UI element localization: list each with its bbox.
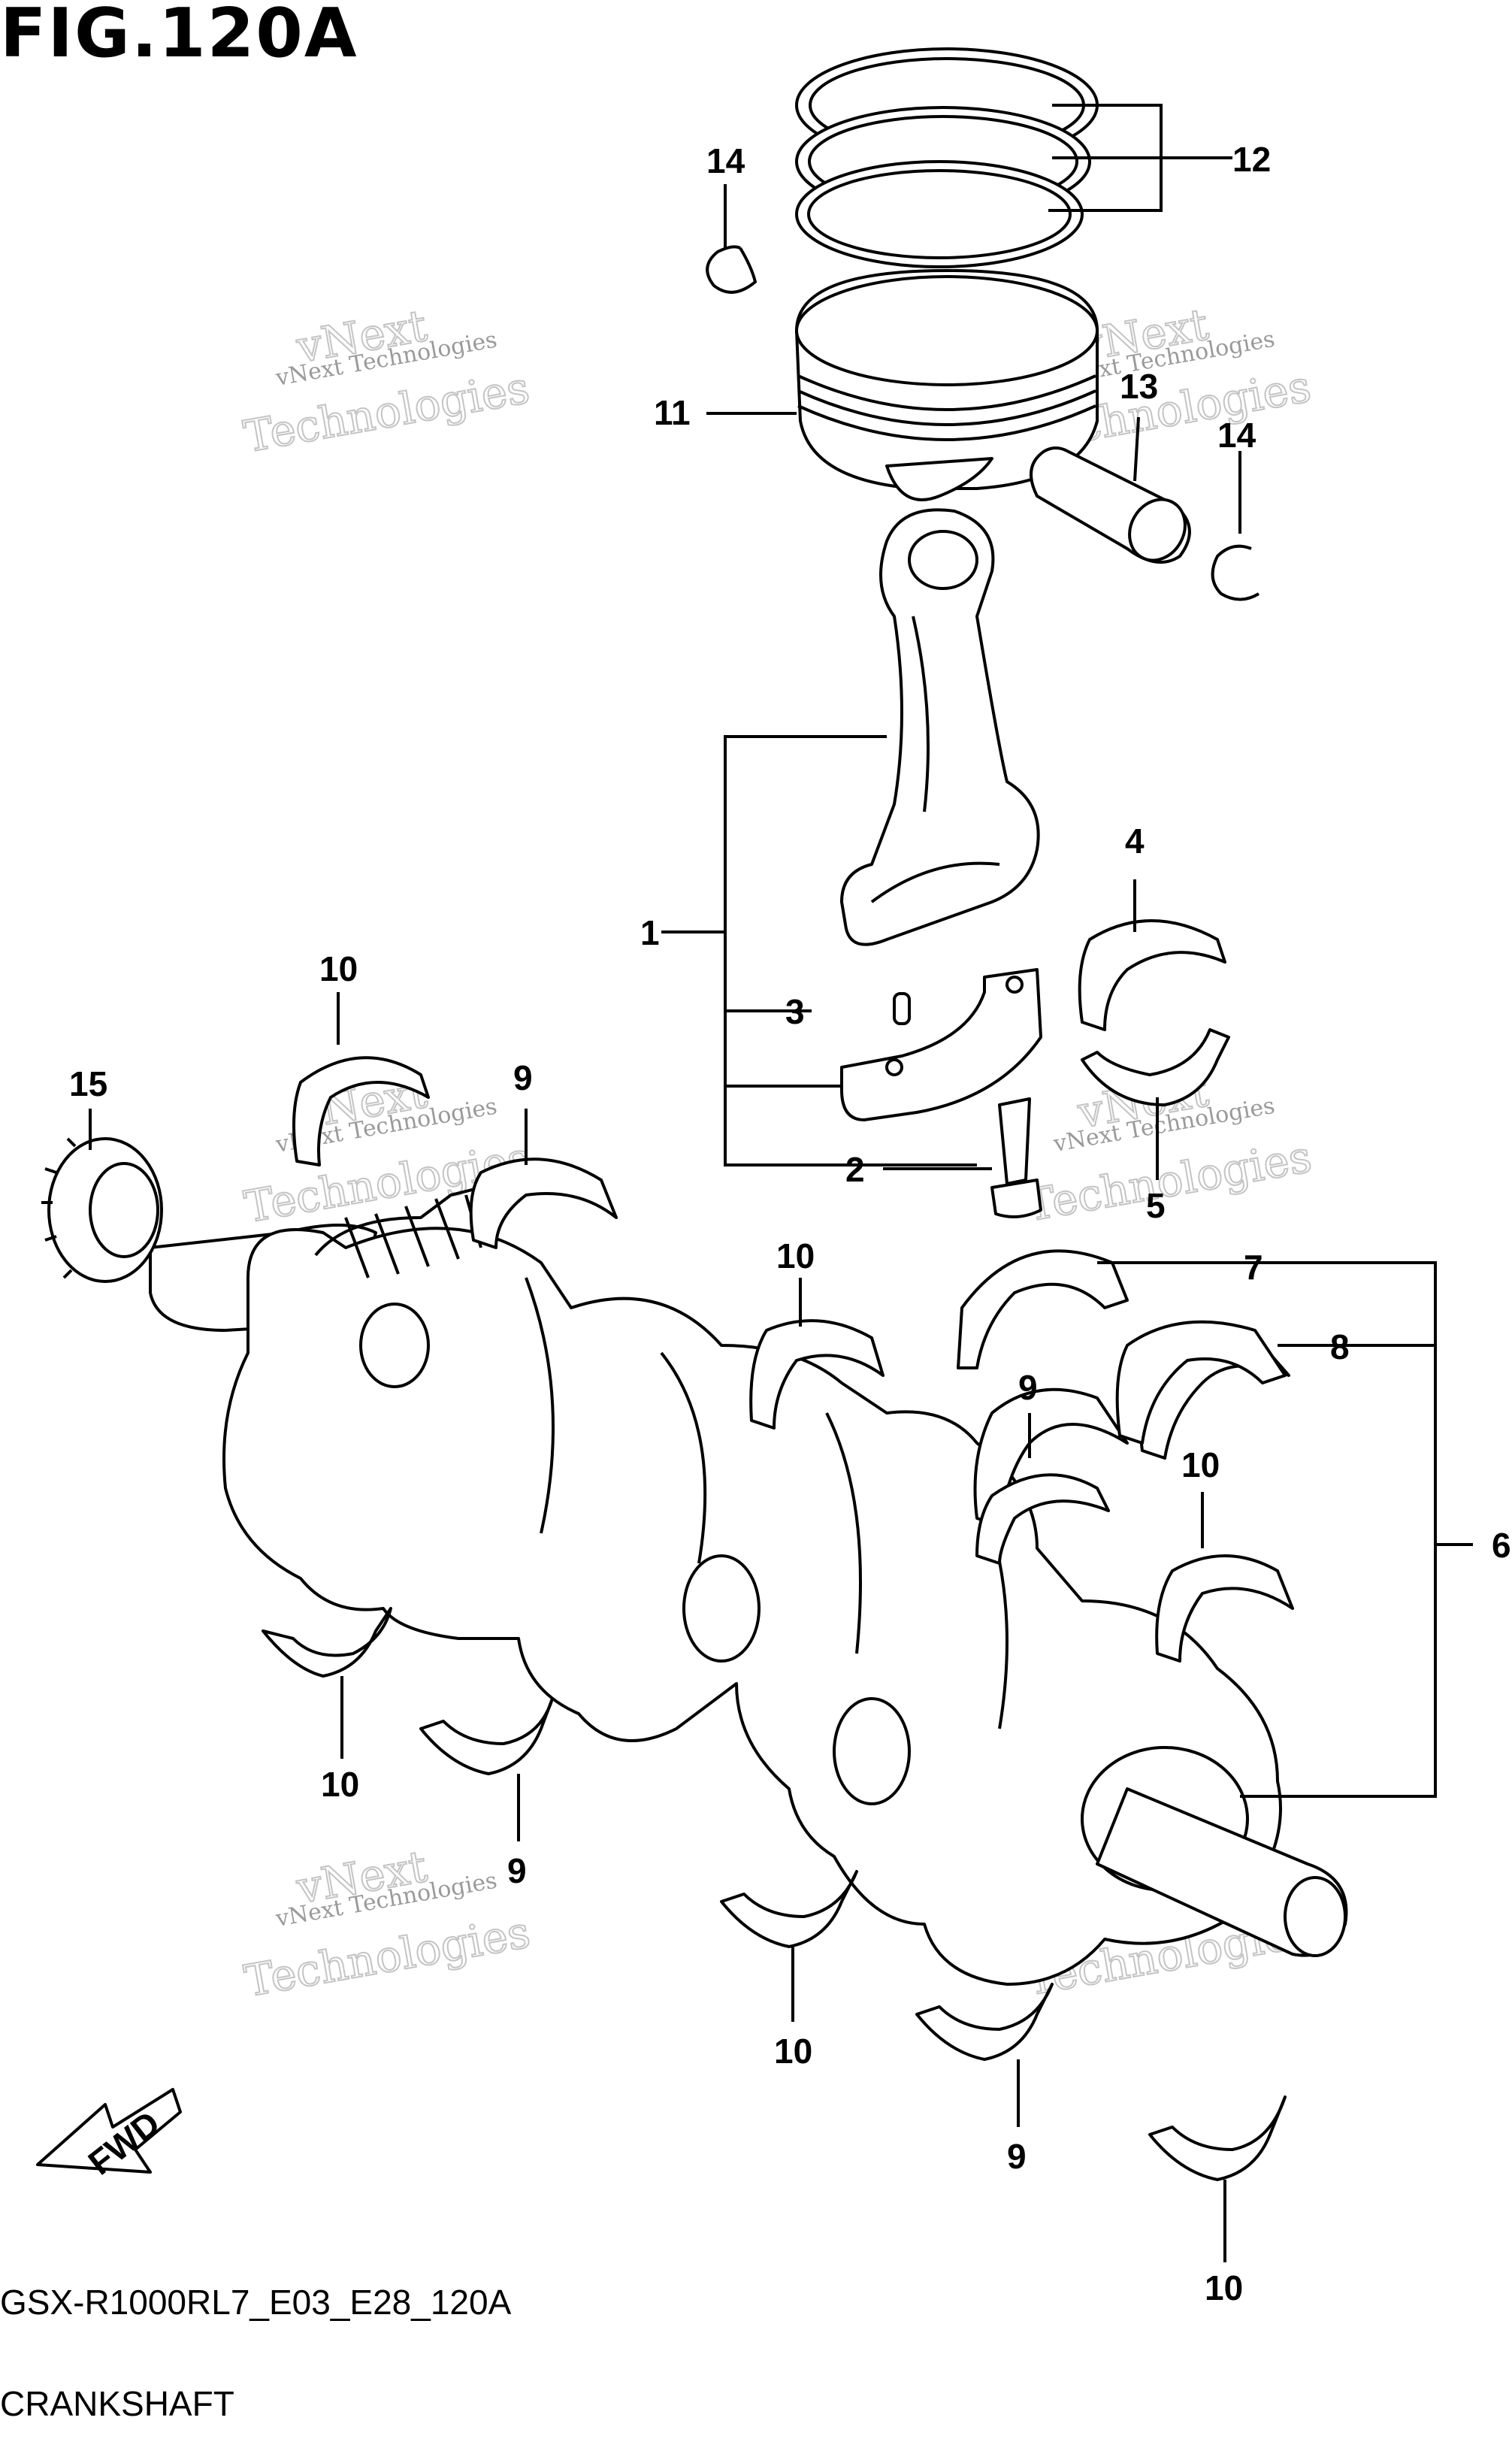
callout-9: 9	[1007, 2137, 1027, 2176]
callout-6: 6	[1492, 1526, 1511, 1565]
crankshaft	[149, 1186, 1348, 1986]
conrod-bearings	[1078, 919, 1230, 1106]
crank-gear	[41, 1137, 163, 1283]
model-code: GSX-R1000RL7_E03_E28_120A	[0, 2283, 512, 2322]
callout-3: 3	[785, 992, 805, 1031]
callout-10: 10	[1181, 1445, 1220, 1484]
thrust-bearings	[957, 1249, 1287, 1445]
connecting-rod-cap	[840, 968, 1042, 1121]
callout-12: 12	[1232, 140, 1271, 179]
callout-10: 10	[1205, 2268, 1243, 2307]
callout-10: 10	[776, 1236, 815, 1275]
callout-7: 7	[1244, 1248, 1263, 1287]
callout-4: 4	[1125, 822, 1145, 861]
main-bearings	[262, 1056, 1294, 2181]
callout-labels: 14 12 11 13 14 1 4 3 2 5 10 15 9 10 7 8 …	[69, 140, 1511, 2307]
callout-9: 9	[1018, 1368, 1038, 1407]
circlips	[706, 245, 1260, 601]
callout-8: 8	[1330, 1327, 1350, 1366]
callout-10: 10	[774, 2032, 812, 2071]
figure-title: FIG.120A	[0, 0, 358, 73]
callout-13: 13	[1120, 367, 1158, 406]
callout-14: 14	[1217, 416, 1256, 455]
callout-14: 14	[706, 141, 745, 180]
figure-name: CRANKSHAFT	[0, 2384, 234, 2423]
forward-direction-arrow: FWD	[36, 2088, 182, 2183]
connecting-rod-bolt	[990, 1097, 1042, 1218]
piston	[795, 269, 1099, 501]
connecting-rod	[840, 508, 1040, 946]
callout-10: 10	[321, 1765, 359, 1804]
piston-rings	[795, 47, 1099, 268]
callout-9: 9	[507, 1851, 527, 1890]
leader-lines	[89, 104, 1473, 2262]
callout-11: 11	[654, 393, 691, 432]
callout-2: 2	[845, 1150, 865, 1189]
piston-pin	[1030, 446, 1191, 564]
callout-15: 15	[69, 1064, 107, 1103]
callout-5: 5	[1146, 1186, 1166, 1225]
dowel-pin	[893, 992, 911, 1025]
callout-1: 1	[640, 913, 660, 952]
callout-9: 9	[513, 1058, 533, 1097]
callout-10: 10	[319, 949, 358, 988]
